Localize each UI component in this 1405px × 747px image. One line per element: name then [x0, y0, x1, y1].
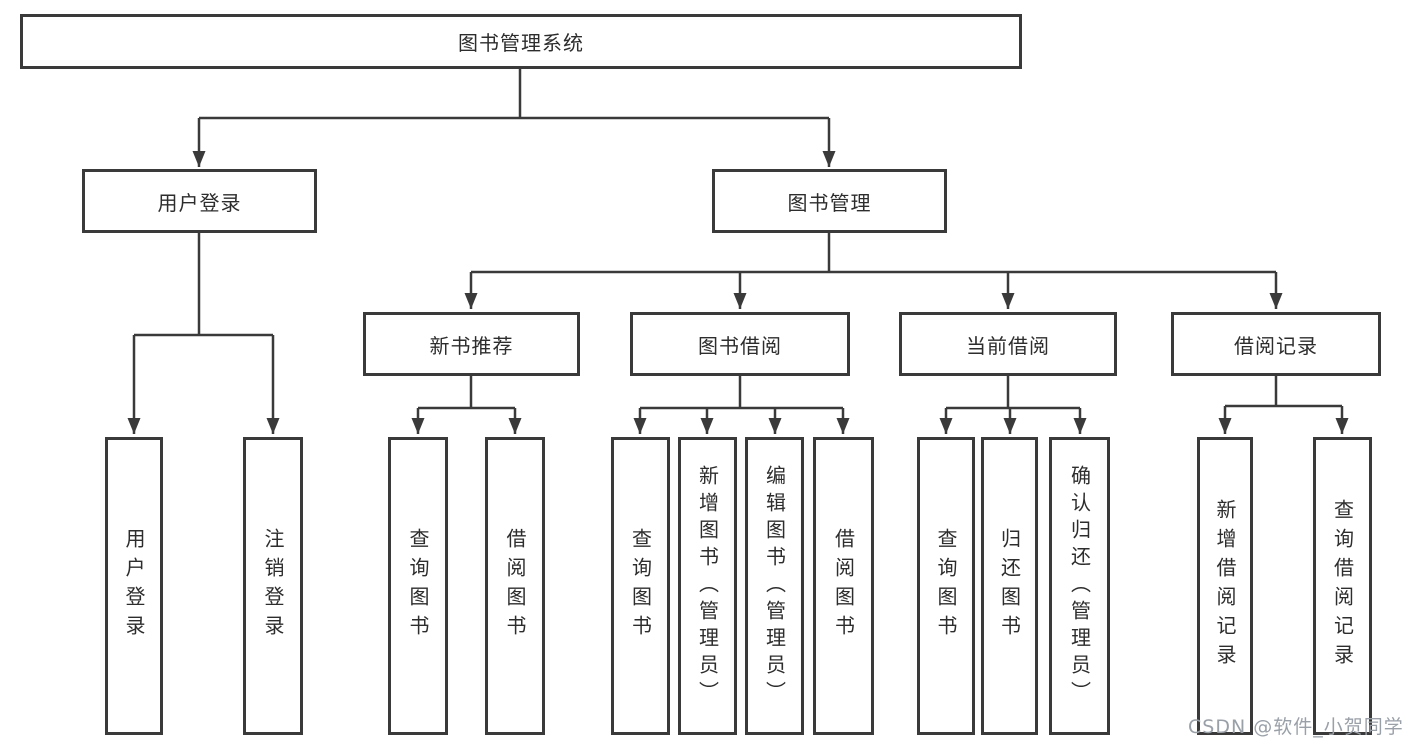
- leaf-newbook-borrow-book-label: 借阅图书: [503, 528, 527, 644]
- leaf-borrowing-add-book-admin-label: 新增图书（管理员）: [695, 464, 720, 708]
- leaf-current-confirm-return-admin: 确认归还（管理员）: [1049, 437, 1110, 735]
- node-book-management: 图书管理: [712, 169, 947, 233]
- node-root-system: 图书管理系统: [20, 14, 1022, 69]
- node-user-login: 用户登录: [82, 169, 317, 233]
- leaf-logout: 注销登录: [243, 437, 303, 735]
- leaf-record-add-borrow-record-label: 新增借阅记录: [1213, 499, 1237, 673]
- node-borrow-records: 借阅记录: [1171, 312, 1381, 376]
- node-book-borrowing: 图书借阅: [630, 312, 850, 376]
- leaf-record-query-borrow-record-label: 查询借阅记录: [1330, 499, 1355, 673]
- leaf-borrowing-edit-book-admin-label: 编辑图书（管理员）: [762, 464, 787, 708]
- csdn-watermark: CSDN @软件_小贺同学: [1188, 716, 1404, 738]
- leaf-borrowing-add-book-admin: 新增图书（管理员）: [678, 437, 737, 735]
- leaf-borrowing-query-book-label: 查询图书: [628, 528, 653, 644]
- leaf-user-login: 用户登录: [105, 437, 163, 735]
- leaf-current-confirm-return-admin-label: 确认归还（管理员）: [1067, 464, 1092, 708]
- leaf-newbook-query-book-label: 查询图书: [406, 528, 430, 644]
- leaf-current-return-book-label: 归还图书: [997, 528, 1022, 644]
- leaf-user-login-label: 用户登录: [122, 528, 146, 644]
- node-user-login-label: 用户登录: [157, 190, 242, 215]
- leaf-current-query-book-label: 查询图书: [934, 528, 958, 644]
- leaf-record-add-borrow-record: 新增借阅记录: [1197, 437, 1253, 735]
- node-new-book-recommend-label: 新书推荐: [429, 333, 514, 358]
- leaf-current-query-book: 查询图书: [917, 437, 975, 735]
- node-book-borrowing-label: 图书借阅: [698, 333, 782, 358]
- node-new-book-recommend: 新书推荐: [363, 312, 580, 376]
- leaf-borrowing-query-book: 查询图书: [611, 437, 670, 735]
- leaf-current-return-book: 归还图书: [981, 437, 1038, 735]
- node-borrow-records-label: 借阅记录: [1234, 333, 1318, 358]
- leaf-newbook-borrow-book: 借阅图书: [485, 437, 545, 735]
- leaf-borrowing-borrow-book: 借阅图书: [813, 437, 874, 735]
- node-current-borrowing-label: 当前借阅: [966, 333, 1050, 358]
- node-current-borrowing: 当前借阅: [899, 312, 1117, 376]
- node-root-system-label: 图书管理系统: [458, 31, 584, 55]
- leaf-newbook-query-book: 查询图书: [388, 437, 448, 735]
- leaf-record-query-borrow-record: 查询借阅记录: [1313, 437, 1372, 735]
- leaf-borrowing-edit-book-admin: 编辑图书（管理员）: [745, 437, 804, 735]
- node-book-management-label: 图书管理: [787, 190, 872, 215]
- leaf-borrowing-borrow-book-label: 借阅图书: [831, 528, 856, 644]
- leaf-logout-label: 注销登录: [261, 528, 285, 644]
